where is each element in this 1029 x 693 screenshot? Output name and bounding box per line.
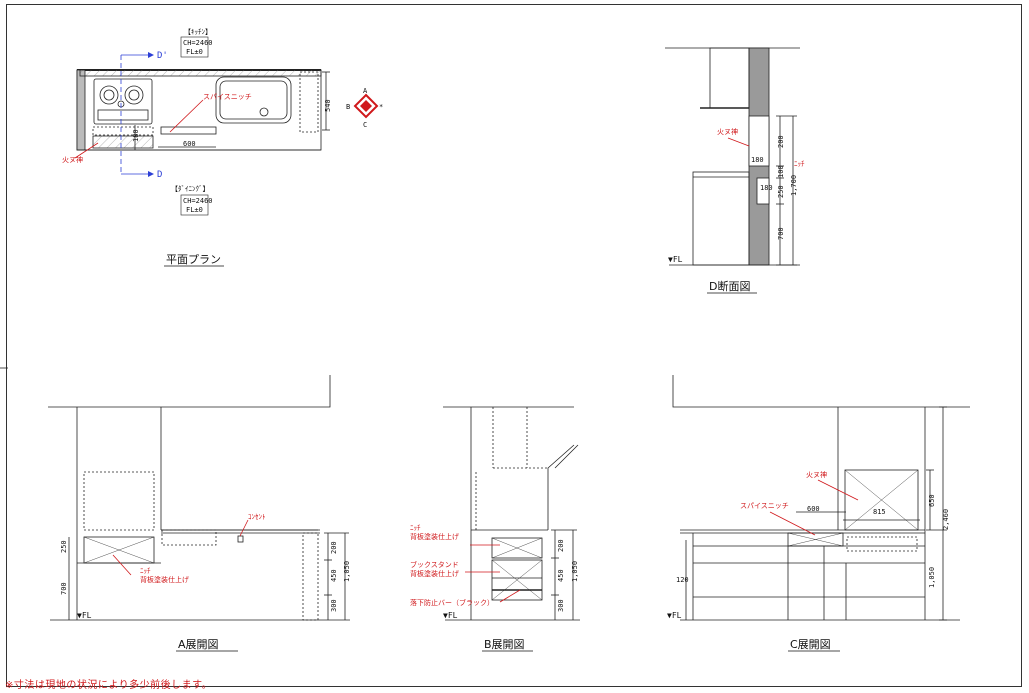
plan-niche <box>92 126 154 136</box>
elev-c-dim-120: 120 <box>676 576 689 584</box>
elev-b-niche: ﾆｯﾁ <box>410 524 421 532</box>
section-hinukami: 火ヌ神 <box>717 127 738 136</box>
plan-left-wall <box>76 69 86 151</box>
footnote: ※寸法は現地の状況により多少前後します。 <box>5 680 213 691</box>
elevation-a <box>48 375 350 621</box>
kitchen-label: 【ｷｯﾁﾝ】 <box>184 28 212 36</box>
section-dim-250: 250 <box>777 185 785 198</box>
plan-caption: 平面プラン <box>166 253 221 266</box>
elev-b-bookstand: ブックスタンド <box>410 560 459 569</box>
plan-dim-600: 600 <box>183 140 196 148</box>
drawing-frame <box>6 4 1022 687</box>
elev-b-caption: B展開図 <box>484 638 525 651</box>
section-dim-200: 200 <box>777 135 785 148</box>
elev-a-dim-250: 250 <box>60 540 68 553</box>
elevation-c <box>672 375 970 621</box>
elev-a-niche: ﾆｯﾁ <box>140 567 151 575</box>
section-fl: ▼FL <box>668 255 683 264</box>
elev-a-dim-1050: 1,050 <box>343 561 351 582</box>
elev-b-dim-300: 300 <box>557 599 565 612</box>
elev-b-dim-200: 200 <box>557 539 565 552</box>
dining-fl: FL±0 <box>186 206 203 214</box>
elev-b-bookstand-finish: 背板塗装仕上げ <box>410 569 459 578</box>
elev-c-dim-650: 650 <box>928 494 936 507</box>
elev-c-caption: C展開図 <box>790 638 831 651</box>
elev-b-niche-finish: 背板塗装仕上げ <box>410 532 459 541</box>
elev-c-fl: ▼FL <box>667 611 682 620</box>
compass: A B C * <box>346 87 383 129</box>
compass-c: C <box>363 121 367 129</box>
elev-a-dim-700: 700 <box>60 582 68 595</box>
elev-a-dim-450: 450 <box>330 569 338 582</box>
compass-b: B <box>346 103 350 111</box>
sink <box>215 76 292 124</box>
elev-a-dim-300: 300 <box>330 599 338 612</box>
plan-hinukami-label: 火ヌ神 <box>62 155 83 164</box>
elev-c-dim-815: 815 <box>873 508 886 516</box>
section-caption: D断面図 <box>709 279 750 293</box>
plan-view <box>74 52 330 177</box>
elev-a-caption: A展開図 <box>178 638 219 651</box>
compass-star: * <box>379 103 383 111</box>
section-niche: ﾆｯﾁ <box>794 160 805 168</box>
elev-b-dim-450: 450 <box>557 569 565 582</box>
elev-b-bar: 落下防止バー（ブラック） <box>410 598 494 607</box>
kitchen-fl: FL±0 <box>186 48 203 56</box>
elev-c-dim-2460: 2,460 <box>942 509 950 530</box>
compass-a: A <box>363 87 368 95</box>
section-dim-700: 700 <box>777 227 785 240</box>
kitchen-ch: CH=2460 <box>183 39 213 47</box>
elev-c-dim-1050: 1,050 <box>928 567 936 588</box>
section-dim-100: 100 <box>777 165 785 178</box>
section-dim-1700: 1,700 <box>790 175 798 196</box>
section-dim-180a: 180 <box>751 156 764 164</box>
elev-a-dim-200: 200 <box>330 541 338 554</box>
section-mark-bottom: D <box>157 170 162 180</box>
section-mark-top: D' <box>157 51 168 61</box>
section-dim-180b: 180 <box>760 184 773 192</box>
section-d <box>665 47 800 266</box>
elev-a-outlet: ｺﾝｾﾝﾄ <box>248 513 266 521</box>
elev-c-spice-niche: スパイスニッチ <box>740 502 789 510</box>
elev-b-fl: ▼FL <box>443 611 458 620</box>
dining-label: 【ﾀﾞｲﾆﾝｸﾞ】 <box>171 185 210 193</box>
cooktop <box>93 78 153 125</box>
plan-dim-180: 180 <box>132 129 140 142</box>
elev-a-fl: ▼FL <box>77 611 92 620</box>
elev-a-niche-finish: 背板塗装仕上げ <box>140 575 189 584</box>
elev-c-dim-600: 600 <box>807 505 820 513</box>
plan-spice-niche-label: スパイスニッチ <box>203 93 252 101</box>
elev-b-dim-1050: 1,050 <box>571 561 579 582</box>
dining-ch: CH=2460 <box>183 197 213 205</box>
plan-dim-540: 540 <box>324 99 332 112</box>
elevation-b <box>443 406 580 621</box>
elev-c-hinukami: 火ヌ神 <box>806 470 827 479</box>
